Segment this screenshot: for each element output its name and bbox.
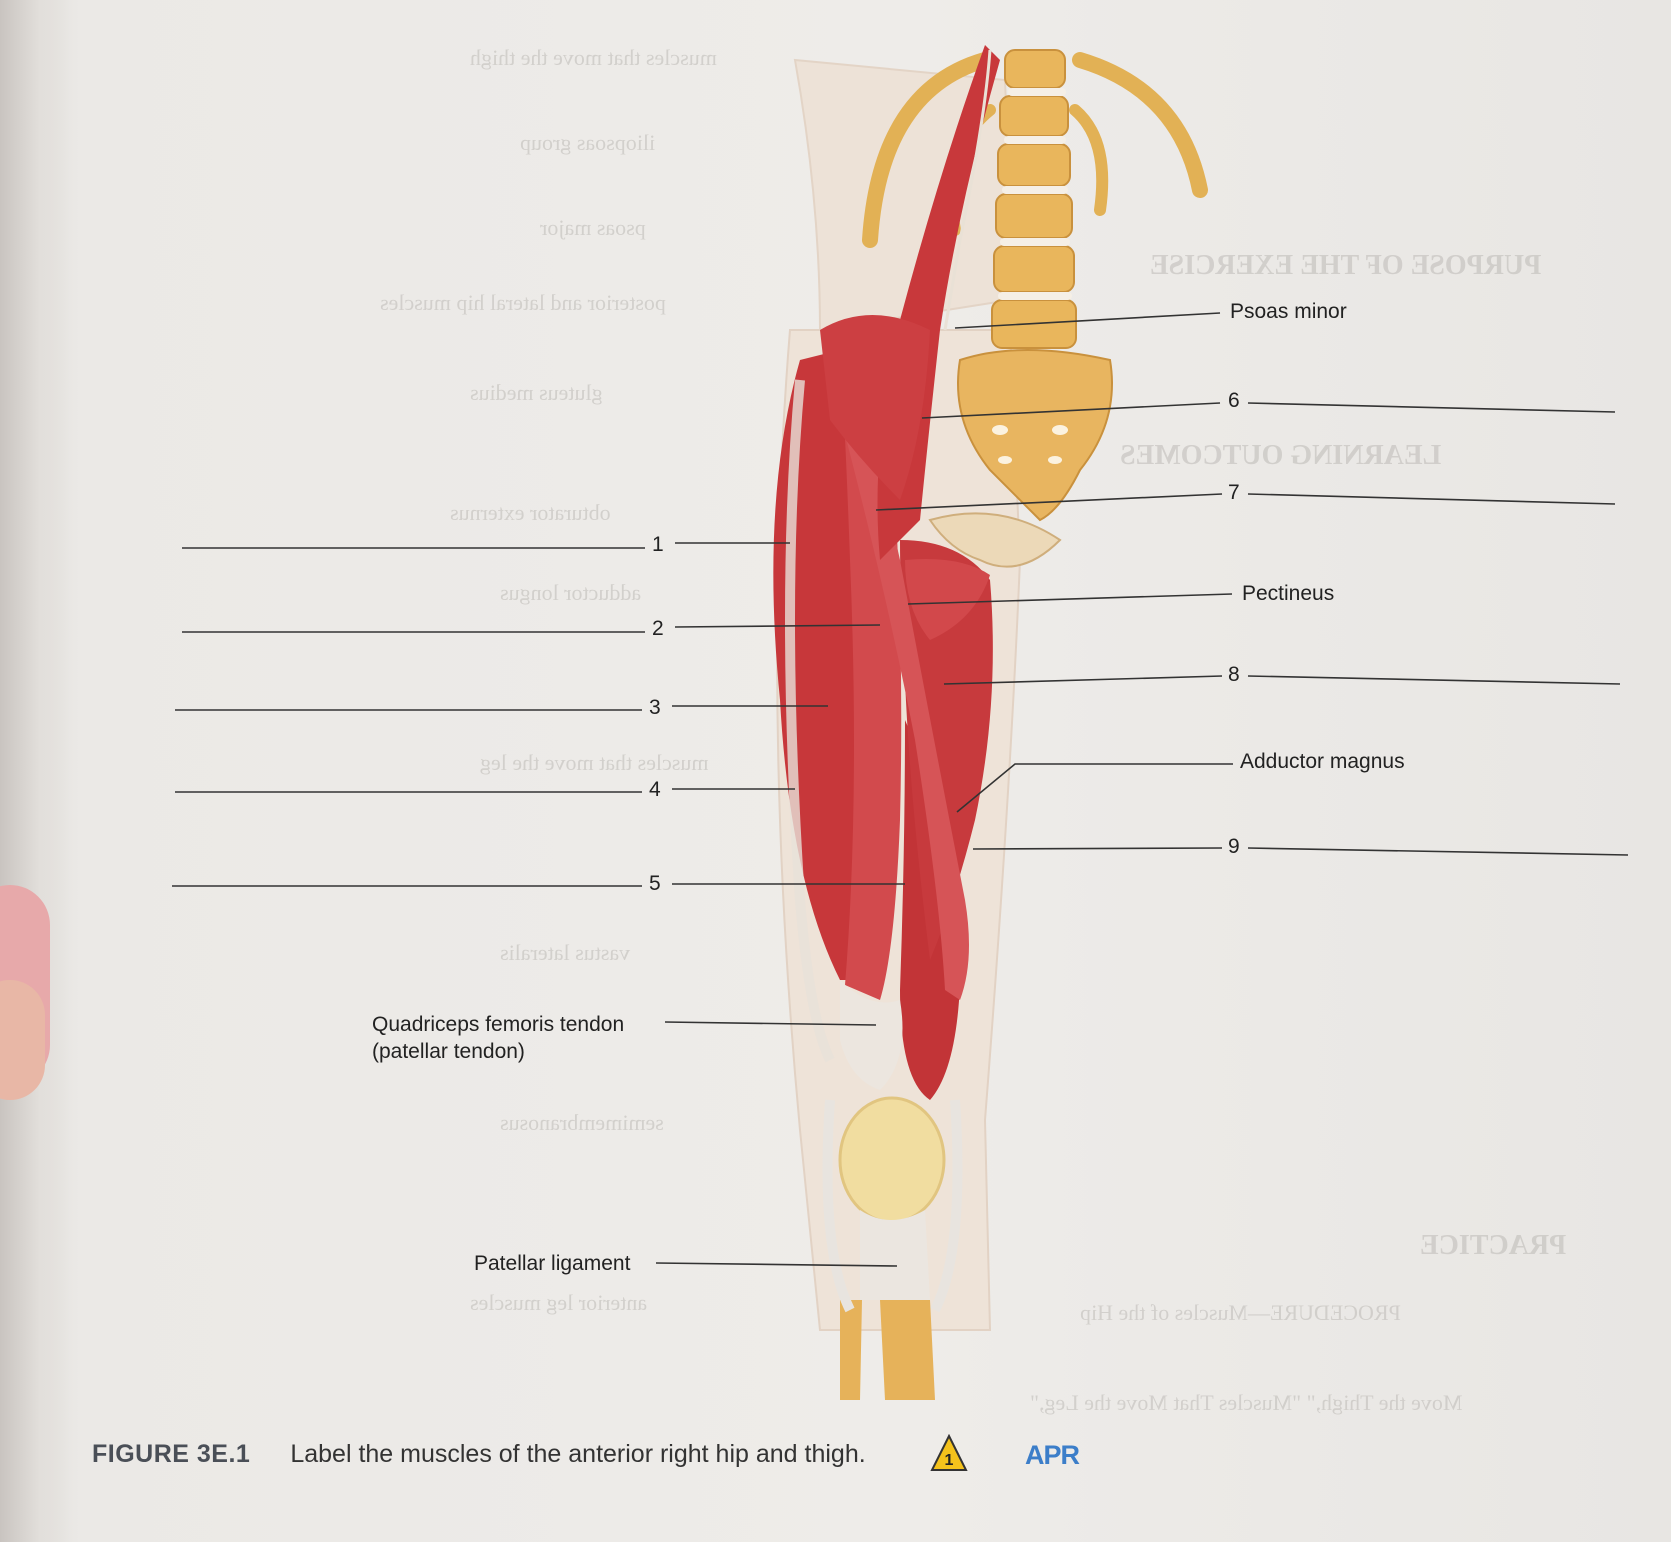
- iliacus: [820, 315, 930, 500]
- figure-caption-text: Label the muscles of the anterior right …: [290, 1440, 866, 1468]
- psoas-minor-muscle: [943, 49, 992, 331]
- figure-number: FIGURE 3E.1: [92, 1440, 251, 1468]
- leader-lines: [172, 312, 1629, 1267]
- rib-left: [862, 52, 993, 248]
- patella: [838, 1096, 946, 1224]
- label-number-4: 4: [649, 778, 661, 801]
- label-number-3: 3: [649, 696, 661, 719]
- patellar-ligament-shape: [860, 1210, 930, 1300]
- label-number-7: 7: [1228, 481, 1240, 504]
- label-number-8: 8: [1228, 663, 1240, 686]
- knee-tendons: [822, 1099, 963, 1313]
- sacral-foramina: [992, 425, 1068, 464]
- label-number-1: 1: [652, 533, 664, 556]
- page-edge: [0, 0, 70, 1542]
- label-quadriceps-tendon: Quadriceps femoris tendon: [372, 1013, 625, 1036]
- quadriceps-tendon: [840, 980, 903, 1090]
- label-number-6: 6: [1228, 389, 1240, 412]
- sartorius: [825, 345, 969, 1000]
- iliotibial-band: [785, 379, 835, 1063]
- sacrum: [957, 349, 1113, 522]
- rib-right-2: [1069, 104, 1109, 216]
- label-psoas-minor: Psoas minor: [1230, 300, 1347, 323]
- tibia: [880, 1300, 935, 1400]
- label-adductor-magnus: Adductor magnus: [1240, 750, 1405, 773]
- intervertebral-discs: [998, 88, 1072, 300]
- apr-logo: APR: [1025, 1440, 1080, 1470]
- label-number-5: 5: [649, 872, 661, 895]
- label-pectineus: Pectineus: [1242, 582, 1335, 605]
- figure-caption: FIGURE 3E.1 Label the muscles of the ante…: [92, 1440, 866, 1469]
- label-patellar-tendon: (patellar tendon): [372, 1040, 525, 1063]
- adductor-group: [900, 540, 993, 960]
- label-number-2: 2: [652, 617, 664, 640]
- pectineus-muscle: [905, 559, 990, 640]
- label-patellar-ligament: Patellar ligament: [474, 1252, 631, 1275]
- apr-badge-number: 1: [945, 1452, 954, 1469]
- rib-right: [1072, 52, 1208, 198]
- fingertip: [0, 980, 45, 1100]
- fibula: [840, 1300, 862, 1400]
- apr-badge-icon: 1: [930, 1434, 968, 1471]
- label-number-9: 9: [1228, 835, 1240, 858]
- pubic-bone: [928, 512, 1062, 568]
